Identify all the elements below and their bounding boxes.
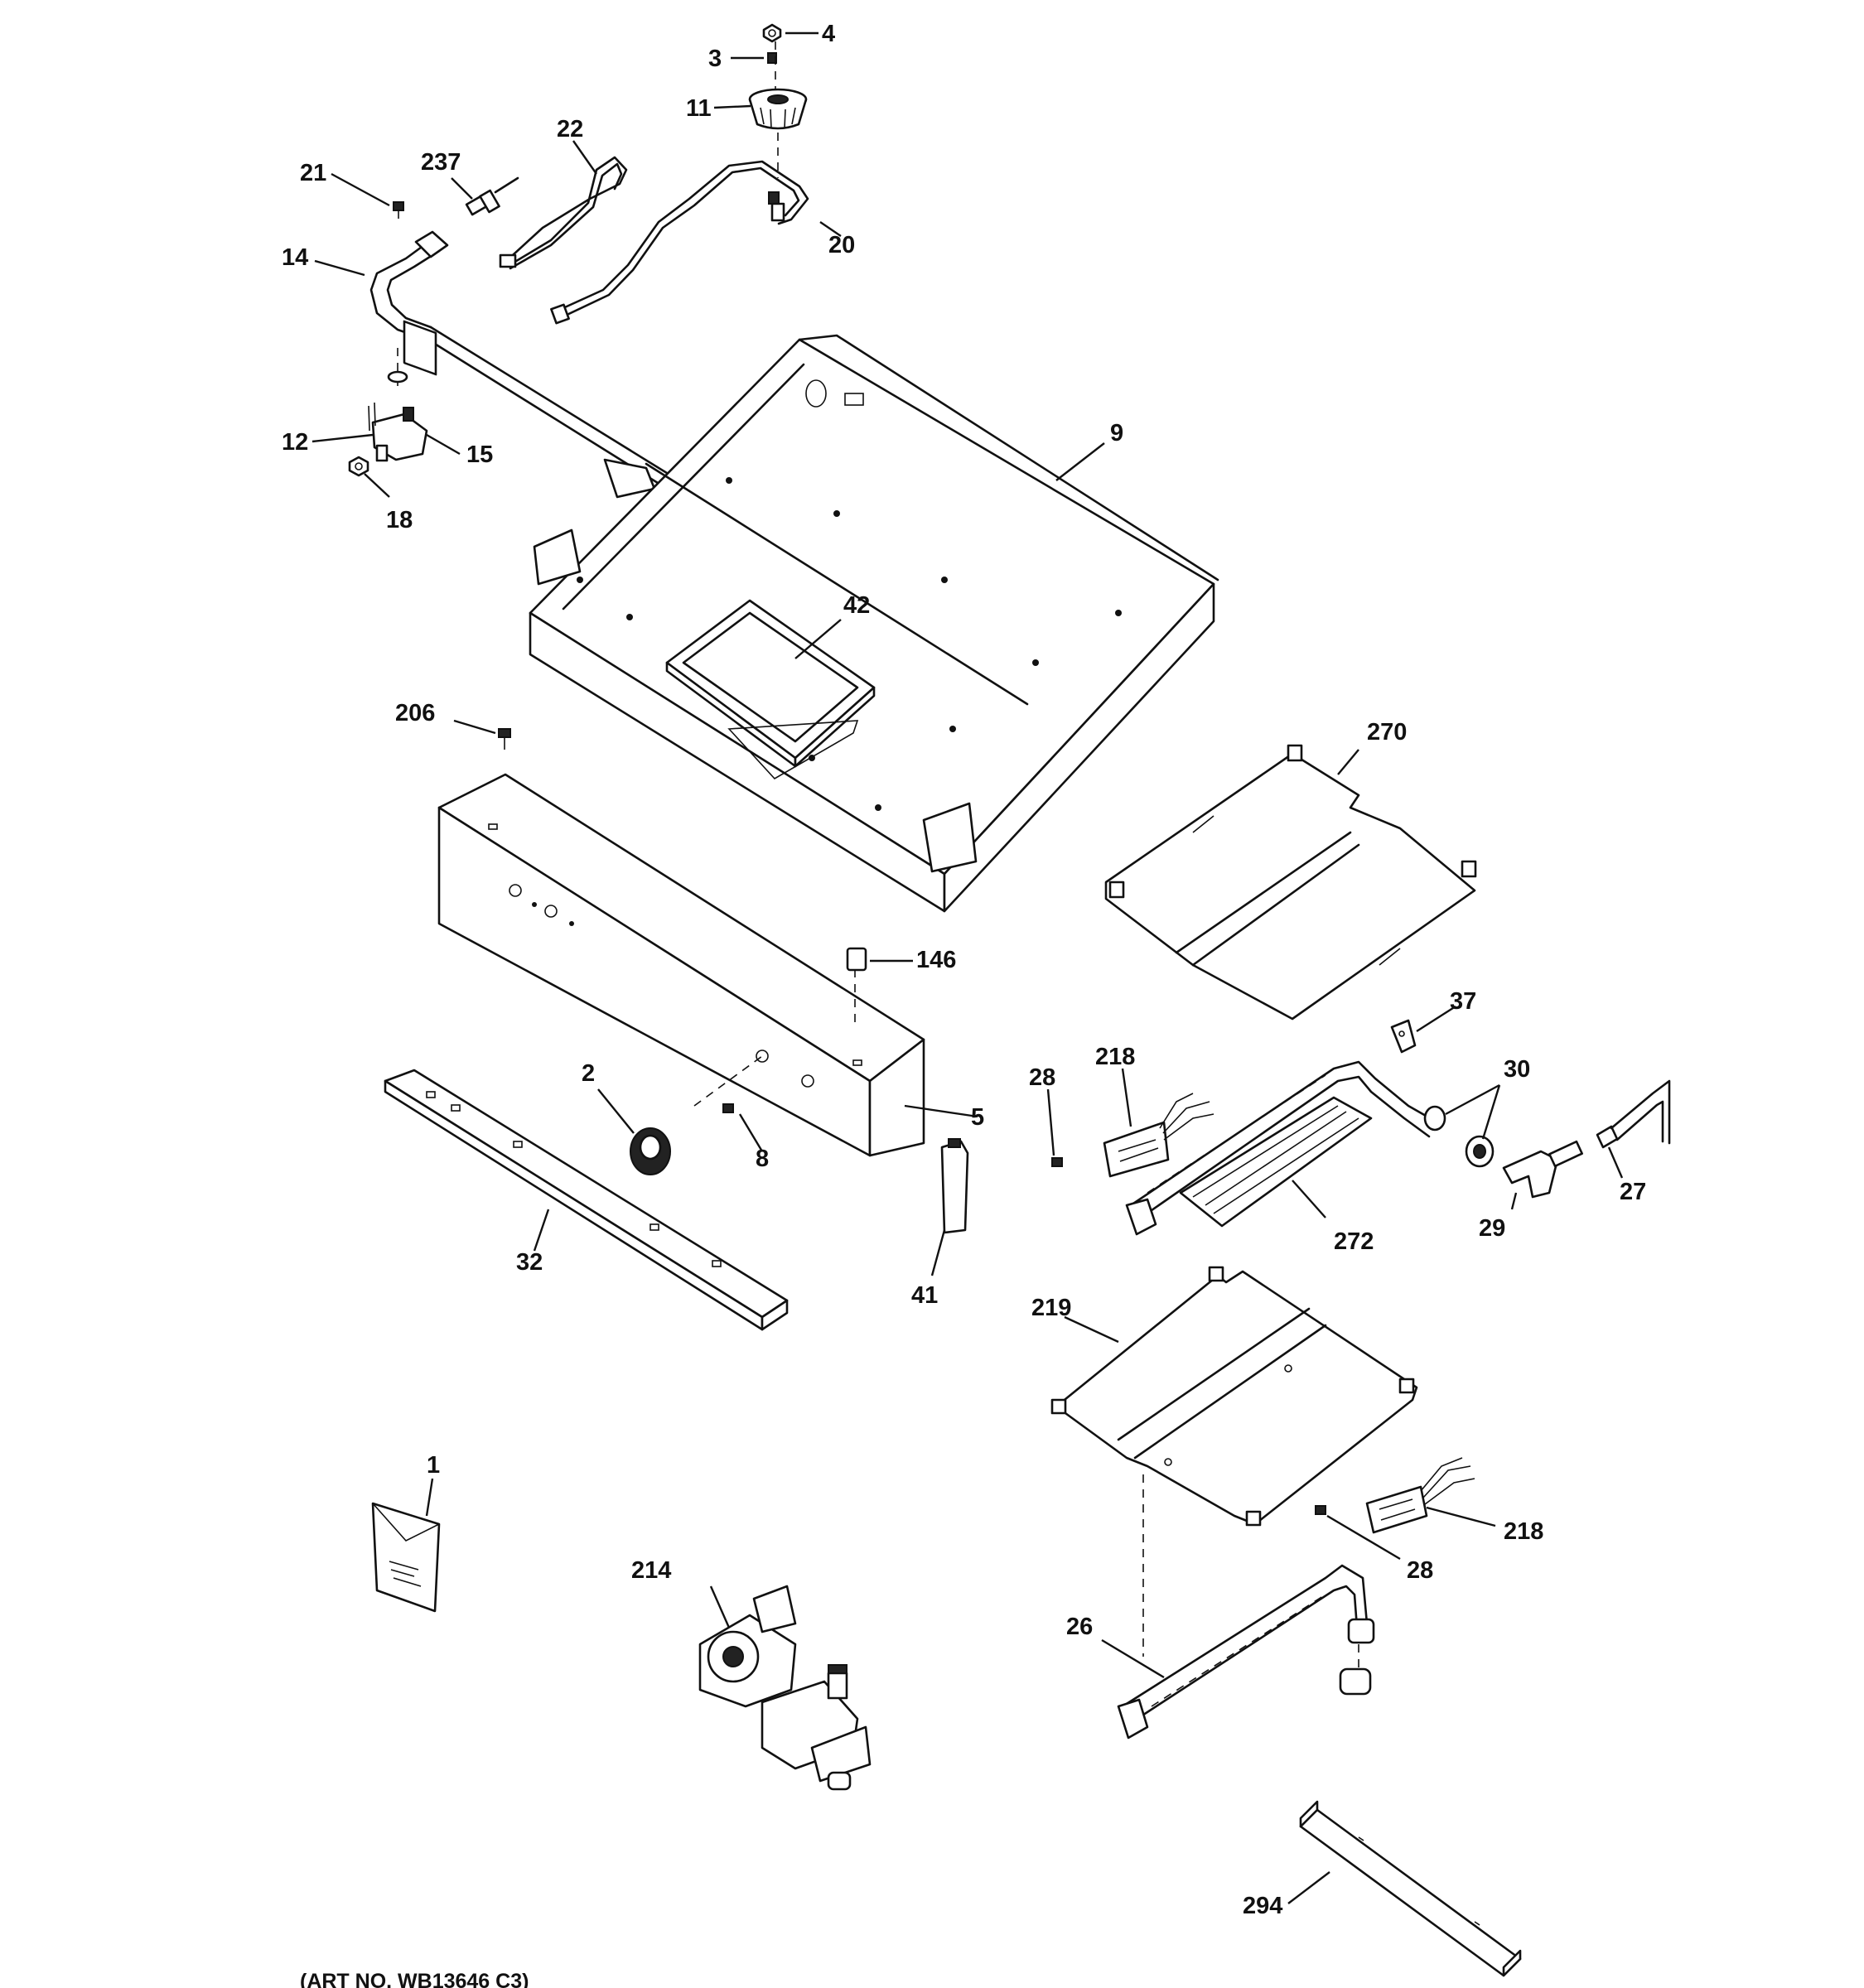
baffle-part-219: [1050, 1266, 1418, 1527]
callout-218-upper: 218: [1095, 1044, 1135, 1070]
igniter-part-218-lower: [1365, 1457, 1475, 1534]
nut-part-18: [348, 456, 369, 477]
manifold-panel-part-5: [437, 773, 925, 1157]
callout-146: 146: [916, 947, 956, 973]
callout-9: 9: [1110, 420, 1123, 446]
burner-cap-part-11: [748, 88, 808, 130]
screw-part-206: [498, 728, 511, 750]
rail-part-294: [1299, 1800, 1522, 1977]
callout-41: 41: [911, 1282, 938, 1309]
callout-22: 22: [557, 116, 583, 142]
washer-part-3: [767, 52, 777, 64]
callout-15: 15: [466, 442, 493, 468]
trim-strip-part-32: [384, 1069, 789, 1331]
callout-11: 11: [686, 95, 712, 122]
flame-spreader-part-272: [1179, 1096, 1373, 1228]
igniter-part-218-upper: [1103, 1093, 1214, 1178]
callout-3: 3: [708, 46, 722, 72]
callout-32: 32: [516, 1249, 543, 1276]
broil-burner-part-26: [1117, 1564, 1375, 1740]
oven-burner-tube: [1125, 1060, 1439, 1236]
callout-4: 4: [822, 21, 835, 47]
callout-14: 14: [282, 244, 308, 271]
orifice-part-30: [1423, 1105, 1495, 1168]
knob-part-2: [630, 1127, 671, 1175]
clip-part-146: [846, 947, 867, 1027]
callout-8: 8: [756, 1146, 769, 1172]
callout-20: 20: [828, 232, 855, 258]
callout-214: 214: [631, 1557, 671, 1584]
callout-270: 270: [1367, 719, 1407, 746]
screw-part-21: [393, 201, 404, 219]
callout-labels: 4 3 11 22 237 21 14 20 12 15 18 9 42 206…: [282, 21, 1646, 1919]
callout-206: 206: [395, 700, 435, 726]
manifold-pipe-part-14: [369, 230, 714, 514]
callout-5: 5: [971, 1104, 984, 1131]
bracket-part-37: [1390, 1019, 1417, 1054]
valve-part-12: [368, 402, 428, 462]
callout-26: 26: [1066, 1614, 1093, 1640]
callout-27: 27: [1620, 1179, 1646, 1205]
screw-part-28-upper: [1051, 1157, 1063, 1167]
leader-lines: [311, 31, 1624, 1904]
elbow-part-29: [1502, 1140, 1583, 1199]
gas-tube-part-27: [1596, 1079, 1671, 1149]
gas-tube-part-20: [550, 160, 809, 325]
callout-30: 30: [1504, 1056, 1530, 1083]
fitting-part-237: [465, 176, 519, 216]
regulator-part-214: [698, 1585, 872, 1791]
callout-272: 272: [1334, 1228, 1374, 1255]
callout-12: 12: [282, 429, 308, 456]
callout-28-lower: 28: [1407, 1557, 1433, 1584]
screw-part-28-lower: [1315, 1505, 1326, 1515]
screw-part-8: [693, 1055, 763, 1113]
burner-box-part-9: [529, 334, 1219, 913]
callout-218-lower: 218: [1504, 1518, 1543, 1545]
callout-21: 21: [300, 160, 326, 186]
callout-29: 29: [1479, 1215, 1505, 1242]
nut-part-4: [762, 23, 782, 43]
callout-37: 37: [1450, 988, 1476, 1015]
callout-2: 2: [582, 1060, 595, 1087]
literature-part-1: [371, 1502, 441, 1613]
heat-shield-part-270: [1104, 744, 1477, 1021]
callout-219: 219: [1031, 1295, 1071, 1321]
callout-294: 294: [1243, 1893, 1282, 1919]
callout-18: 18: [386, 507, 413, 533]
end-cap-part-41: [940, 1138, 969, 1234]
slot-plate: [727, 720, 859, 780]
callout-42: 42: [843, 592, 870, 619]
callout-237: 237: [421, 149, 461, 176]
gas-tube-part-22: [499, 156, 628, 270]
cover-plate-part-42: [665, 599, 876, 768]
callout-28-upper: 28: [1029, 1064, 1055, 1091]
callout-1: 1: [427, 1452, 440, 1479]
art-number-note: (ART NO. WB13646 C3): [300, 1970, 529, 1988]
